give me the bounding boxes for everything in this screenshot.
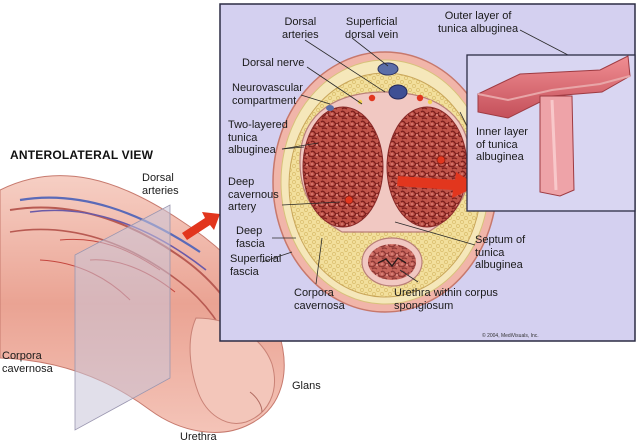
label-outer-layer: Outer layer of tunica albuginea xyxy=(438,10,519,35)
label-dorsal-arteries-top: Dorsal arteries xyxy=(282,16,319,41)
label-inner-layer: Inner layer of tunica albuginea xyxy=(476,126,528,163)
shaft-illustration xyxy=(0,175,285,433)
label-deep-fascia: Deep fascia xyxy=(236,225,265,250)
label-glans: Glans xyxy=(292,380,321,392)
label-urethra-within-spongiosum: Urethra within corpus spongiosum xyxy=(394,287,498,312)
label-superficial-fascia: Superficial fascia xyxy=(230,253,282,278)
label-dorsal-nerve: Dorsal nerve xyxy=(242,57,305,69)
label-corpora-cavernosa-left: Corpora cavernosa xyxy=(2,350,53,375)
label-dorsal-arteries-left: Dorsal arteries xyxy=(142,172,179,197)
label-urethra: Urethra xyxy=(180,431,217,443)
cross-section-panel xyxy=(219,3,636,342)
tunica-detail-box xyxy=(466,54,636,212)
label-deep-cavernous-artery: Deep cavernous artery xyxy=(228,176,279,213)
label-two-layered-tunica: Two-layered tunica albuginea xyxy=(228,119,288,156)
label-neurovascular-compartment: Neurovascular compartment xyxy=(232,82,303,107)
copyright-text: © 2004, MediVisuals, Inc. xyxy=(482,333,539,339)
label-corpora-cavernosa-section: Corpora cavernosa xyxy=(294,287,345,312)
label-septum: Septum of tunica albuginea xyxy=(475,234,526,271)
view-title: ANTEROLATERAL VIEW xyxy=(10,148,154,162)
label-superficial-dorsal-vein: Superficial dorsal vein xyxy=(345,16,399,41)
